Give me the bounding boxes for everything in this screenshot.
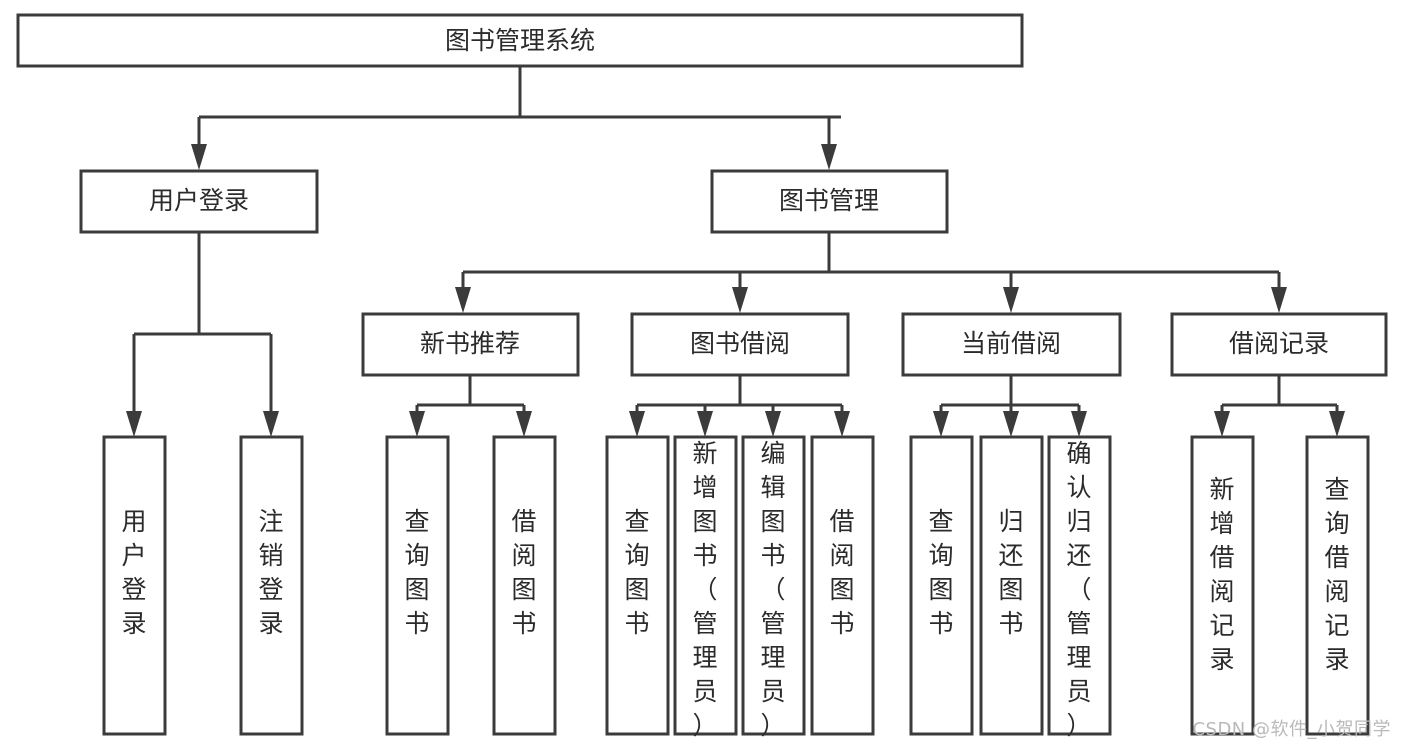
- connector-root-to-level2: [191, 66, 841, 170]
- leaf-borrowrecord-query-record[interactable]: 查询借阅记录: [1305, 435, 1370, 736]
- connector-userlogin-to-leaves: [126, 232, 279, 437]
- connector-bookborrow-to-leaves: [629, 375, 850, 437]
- node-current-borrow[interactable]: 当前借阅: [901, 312, 1122, 377]
- leaf-bookborrow-edit-book-label: 编辑图书（管理员）: [760, 439, 785, 740]
- leaf-bookborrow-add-book-label: 新增图书（管理员）: [692, 439, 717, 740]
- connector-bookmgmt-to-level3: [455, 232, 1287, 313]
- leaf-newbook-query-book-label: 查询图书: [404, 507, 429, 638]
- node-user-login-label: 用户登录: [149, 186, 249, 215]
- node-book-borrow-label: 图书借阅: [690, 329, 790, 358]
- leaf-bookborrow-add-book[interactable]: 新增图书（管理员）: [673, 435, 738, 740]
- node-new-book-recommend[interactable]: 新书推荐: [361, 312, 580, 377]
- node-new-book-recommend-label: 新书推荐: [420, 329, 520, 358]
- connector-currentborrow-to-leaves: [933, 375, 1087, 437]
- node-current-borrow-label: 当前借阅: [961, 329, 1061, 358]
- leaf-currentborrow-confirm-return[interactable]: 确认归还（管理员）: [1047, 435, 1112, 740]
- leaf-currentborrow-query-book[interactable]: 查询图书: [909, 435, 974, 736]
- leaf-bookborrow-borrow-book-label: 借阅图书: [829, 507, 854, 638]
- leaf-user-login-logout[interactable]: 注销登录: [239, 435, 304, 736]
- csdn-watermark: CSDN @软件_小贺同学: [1192, 719, 1391, 740]
- leaf-currentborrow-return-book-label: 归还图书: [998, 507, 1023, 638]
- leaf-currentborrow-return-book[interactable]: 归还图书: [979, 435, 1044, 736]
- node-book-management-label: 图书管理: [779, 186, 879, 215]
- node-book-management[interactable]: 图书管理: [710, 169, 949, 234]
- leaf-user-login-login[interactable]: 用户登录: [102, 435, 167, 736]
- leaf-currentborrow-confirm-return-label: 确认归还（管理员）: [1066, 439, 1091, 740]
- leaf-newbook-borrow-book-label: 借阅图书: [511, 507, 536, 638]
- leaf-bookborrow-query-book-label: 查询图书: [624, 507, 649, 638]
- leaf-bookborrow-borrow-book[interactable]: 借阅图书: [810, 435, 875, 736]
- leaf-newbook-query-book[interactable]: 查询图书: [385, 435, 450, 736]
- node-book-borrow[interactable]: 图书借阅: [630, 312, 850, 377]
- leaf-borrowrecord-add-record[interactable]: 新增借阅记录: [1190, 435, 1255, 736]
- connector-borrowrecord-to-leaves: [1214, 375, 1345, 437]
- leaf-user-login-logout-label: 注销登录: [258, 507, 283, 638]
- leaf-borrowrecord-add-record-label: 新增借阅记录: [1209, 475, 1234, 674]
- node-borrow-record-label: 借阅记录: [1229, 329, 1329, 358]
- node-root-system[interactable]: 图书管理系统: [16, 13, 1024, 68]
- leaf-newbook-borrow-book[interactable]: 借阅图书: [492, 435, 557, 736]
- connector-newbook-to-leaves: [409, 375, 532, 437]
- leaf-borrowrecord-query-record-label: 查询借阅记录: [1324, 475, 1349, 674]
- node-borrow-record[interactable]: 借阅记录: [1170, 312, 1388, 377]
- leaf-currentborrow-query-book-label: 查询图书: [928, 507, 953, 638]
- leaf-user-login-login-label: 用户登录: [121, 507, 146, 638]
- leaf-bookborrow-query-book[interactable]: 查询图书: [605, 435, 670, 736]
- node-root-label: 图书管理系统: [445, 26, 595, 55]
- node-user-login[interactable]: 用户登录: [79, 169, 319, 234]
- leaf-bookborrow-edit-book[interactable]: 编辑图书（管理员）: [741, 435, 806, 740]
